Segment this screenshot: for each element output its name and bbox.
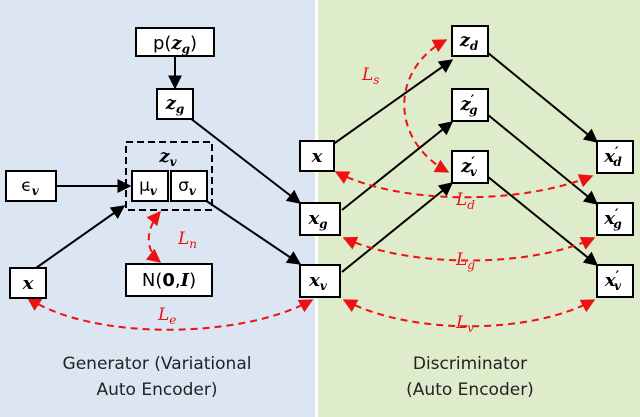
loss-label-ln: Ln	[177, 229, 197, 251]
svg-text:p(zg): p(zg)	[153, 33, 197, 56]
svg-text:N(0,I): N(0,I)	[142, 270, 196, 291]
svg-text:xv: xv	[308, 270, 328, 293]
svg-text:xg: xg	[307, 208, 327, 231]
svg-text:x′d: x′d	[603, 145, 622, 169]
normal-node: N(0,I)	[125, 263, 213, 297]
svg-text:z′g: z′g	[459, 93, 477, 117]
loss-label-le: Le	[157, 305, 176, 327]
discriminator-caption-line2: (Auto Encoder)	[406, 380, 534, 400]
svg-text:x′g: x′g	[603, 207, 622, 231]
svg-text:ϵv: ϵv	[21, 176, 39, 198]
generator-caption-line1: Generator (Variational	[63, 354, 252, 374]
xg-node: xg	[299, 202, 341, 236]
svg-text:x: x	[311, 146, 323, 167]
loss-label-lv: Lv	[455, 313, 474, 335]
discriminator-caption-line1: Discriminator	[413, 354, 527, 374]
svg-text:zv: zv	[158, 146, 177, 169]
x-input-node: x	[9, 267, 47, 299]
x-real-node: x	[299, 140, 335, 172]
zg-prime-node: z′g	[451, 88, 489, 122]
loss-curves	[26, 39, 596, 331]
discriminator-panel	[318, 0, 640, 417]
zg-node: zg	[156, 88, 194, 120]
xg-prime-node: x′g	[596, 202, 634, 236]
generator-caption-line2: Auto Encoder)	[96, 380, 217, 400]
xd-prime-node: x′d	[596, 140, 634, 174]
svg-text:zg: zg	[165, 93, 185, 116]
xv-prime-node: x′v	[596, 264, 634, 298]
epsilon-node: ϵv	[5, 170, 57, 202]
loss-label-ld: Ld	[455, 190, 475, 212]
svg-text:zd: zd	[459, 30, 479, 53]
svg-text:x: x	[22, 273, 34, 294]
loss-label-ls: Ls	[361, 65, 379, 87]
xv-node: xv	[299, 264, 341, 298]
svg-text:z′v: z′v	[460, 155, 478, 179]
prior-node: p(zg)	[135, 27, 215, 57]
zv-prime-node: z′v	[451, 150, 489, 184]
generator-panel	[0, 0, 315, 417]
sigma-node: σv	[178, 176, 197, 198]
zd-node: zd	[451, 25, 489, 57]
svg-text:x′v: x′v	[604, 269, 622, 293]
loss-label-lg: Lg	[455, 250, 475, 272]
zv-group: zv μv σv	[125, 141, 213, 211]
mu-node: μv	[139, 176, 158, 198]
